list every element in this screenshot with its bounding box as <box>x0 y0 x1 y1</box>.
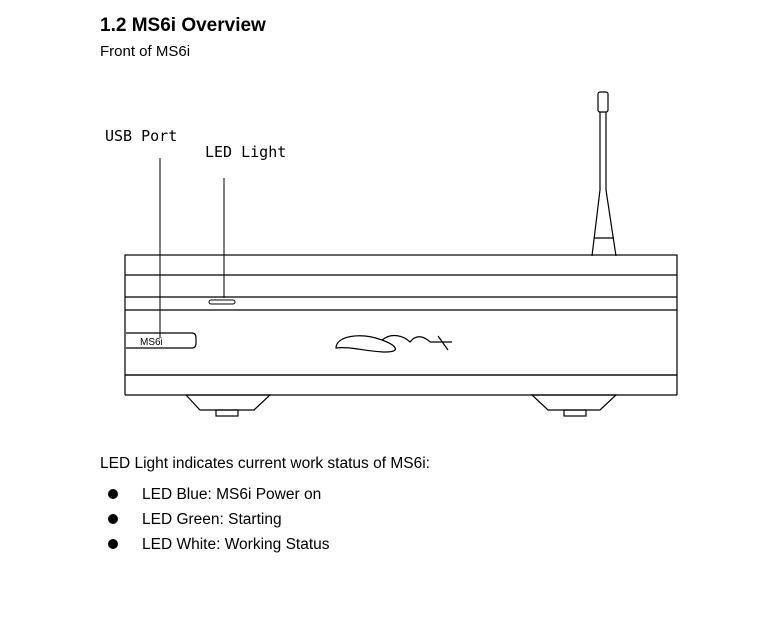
list-item-text: LED Green: Starting <box>142 511 282 528</box>
ms6i-badge-text: MS6i <box>140 337 163 348</box>
ms6i-badge-frame <box>126 332 197 349</box>
bullet-icon <box>108 539 118 549</box>
list-item: LED White: Working Status <box>100 535 330 560</box>
ms6i-front-diagram: USB Port LED Light MS6i <box>105 91 678 417</box>
led-slot <box>208 299 236 305</box>
list-item: LED Green: Starting <box>100 510 330 535</box>
usb-port-label: USB Port <box>105 127 177 145</box>
section-heading: 1.2 MS6i Overview <box>100 15 266 36</box>
bullet-icon <box>108 514 118 524</box>
led-status-list: LED Blue: MS6i Power on LED Green: Start… <box>100 485 330 560</box>
bullet-icon <box>108 489 118 499</box>
antenna <box>591 91 617 257</box>
list-item: LED Blue: MS6i Power on <box>100 485 330 510</box>
led-intro-text: LED Light indicates current work status … <box>100 455 430 472</box>
list-item-text: LED Blue: MS6i Power on <box>142 486 322 503</box>
device-foot-right <box>530 394 618 417</box>
list-item-text: LED White: Working Status <box>142 536 330 553</box>
section-subheading: Front of MS6i <box>100 43 191 60</box>
led-light-label: LED Light <box>205 143 286 161</box>
device-body <box>124 254 678 396</box>
device-foot-left <box>184 394 272 417</box>
brand-logo <box>335 334 452 353</box>
